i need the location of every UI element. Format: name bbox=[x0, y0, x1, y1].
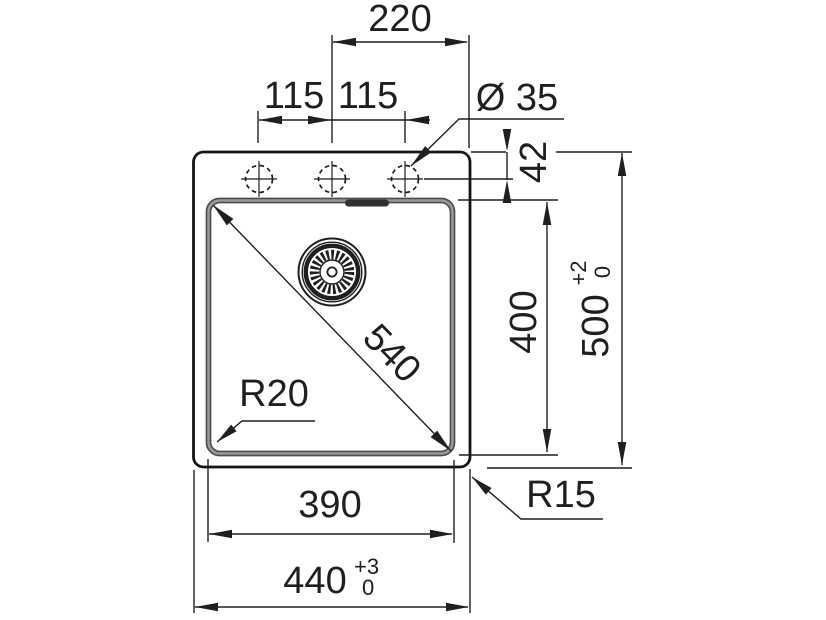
tap-holes bbox=[241, 161, 423, 197]
overflow-slot bbox=[345, 199, 389, 207]
callout-dia-35: Ø 35 bbox=[410, 77, 564, 167]
dim-390-label: 390 bbox=[298, 484, 361, 526]
dim-500: 500 +2 0 bbox=[566, 153, 627, 465]
bowl-rim-outer bbox=[205, 197, 456, 457]
callout-r15: R15 bbox=[471, 474, 603, 520]
dim-115-left-label: 115 bbox=[264, 75, 325, 117]
sink-outer-edge bbox=[192, 150, 472, 469]
dim-440: 440 +3 0 bbox=[195, 554, 469, 612]
dim-500-label: 500 bbox=[575, 294, 617, 357]
bowl-rim-inner bbox=[209, 201, 452, 453]
dim-440-label: 440 bbox=[283, 560, 346, 602]
dim-540-label: 540 bbox=[355, 316, 429, 391]
dim-400-label: 400 bbox=[503, 290, 545, 353]
sink-outline bbox=[192, 150, 472, 469]
extension-lines bbox=[193, 35, 632, 613]
dim-500-tol-minus: 0 bbox=[590, 266, 615, 278]
radius-r15-label: R15 bbox=[526, 474, 596, 516]
dim-115-pair: 115 115 bbox=[259, 75, 430, 125]
dim-115-right-label: 115 bbox=[338, 75, 399, 117]
bowl-rim-band bbox=[207, 199, 454, 455]
radius-r20-label: R20 bbox=[239, 373, 309, 415]
dim-220: 220 bbox=[333, 0, 468, 47]
callout-r20: R20 bbox=[216, 373, 315, 443]
drain-strainer bbox=[297, 237, 367, 307]
dim-42-label: 42 bbox=[513, 141, 555, 183]
dia-35-label: Ø 35 bbox=[476, 77, 558, 119]
dim-400: 400 bbox=[503, 202, 552, 452]
dim-500-tol-plus: +2 bbox=[566, 260, 591, 285]
dim-42: 42 bbox=[502, 129, 555, 203]
dim-440-tol-minus: 0 bbox=[362, 575, 374, 600]
dim-390: 390 bbox=[209, 484, 453, 539]
dim-220-label: 220 bbox=[368, 0, 431, 40]
dim-440-tol-plus: +3 bbox=[354, 554, 379, 579]
